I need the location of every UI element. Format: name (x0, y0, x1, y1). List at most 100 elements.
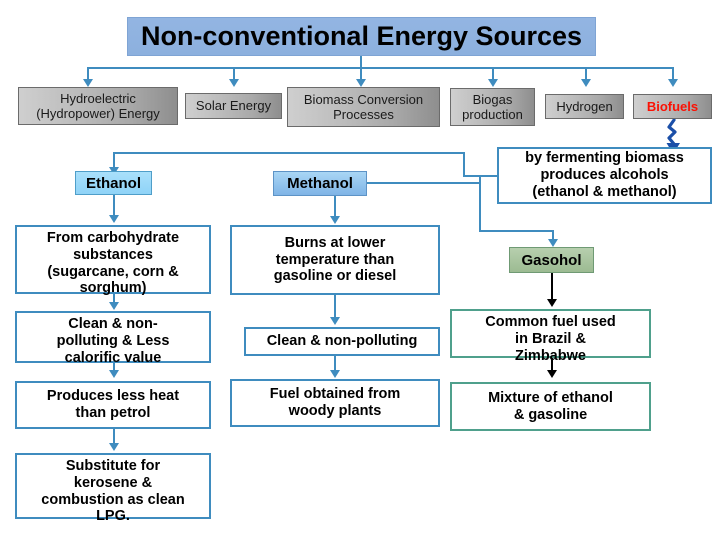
fact-ethanol-3-line2: than petrol (75, 405, 151, 421)
node-biomass-conversion[interactable]: Biomass Conversion Processes (287, 87, 440, 127)
arrowhead-methanol-fact2 (330, 317, 340, 325)
fact-gasohol-1-text: Common fuel used in Brazil & Zimbabwe (452, 314, 649, 364)
arrowhead-hydrogen (581, 79, 591, 87)
connector-drop-hydrogen (585, 67, 587, 81)
node-biogas-line1: Biogas (472, 91, 513, 107)
fact-methanol-2: Clean & non-polluting (244, 327, 440, 356)
connector-gasohol-to-fact1 (551, 273, 553, 301)
note-fermenting-biomass: by fermenting biomass produces alcohols … (497, 147, 712, 204)
arrowhead-biogas (488, 79, 498, 87)
fact-methanol-3-line2: woody plants (288, 403, 382, 419)
connector-note-to-bus-left (463, 175, 499, 177)
fact-ethanol-2-line1: Clean & non- (68, 316, 158, 332)
note-fermenting-line1: by fermenting biomass (525, 150, 684, 167)
fact-ethanol-2-line3: calorific value (64, 349, 162, 366)
fact-ethanol-1-line3: (sugarcane, corn & (47, 263, 179, 280)
connector-gasohol-drop (479, 182, 481, 232)
node-ethanol-label: Ethanol (86, 174, 141, 192)
note-fermenting-line2: produces alcohols (540, 167, 669, 184)
connector-title-trunk (360, 56, 362, 68)
arrowhead-gasohol (548, 239, 558, 247)
arrowhead-ethanol-fact2 (109, 302, 119, 310)
node-methanol-label: Methanol (287, 175, 353, 192)
page-title: Non-conventional Energy Sources (127, 17, 596, 56)
fact-ethanol-2-text: Clean & non- polluting & Less calorific … (17, 316, 209, 366)
fact-ethanol-2: Clean & non- polluting & Less calorific … (15, 311, 211, 366)
connector-drop-biofuels (672, 67, 674, 81)
connector-gasohol-run (479, 230, 554, 232)
connector-ethanol-fact1-to-fact2 (113, 294, 115, 304)
connector-ethanol-fact2-to-fact3 (113, 363, 115, 372)
node-biofuels-label: Biofuels (646, 98, 699, 114)
fact-ethanol-4-text: Substitute for kerosene & combustion as … (17, 458, 209, 525)
fact-methanol-3: Fuel obtained from woody plants (230, 379, 440, 427)
node-hydroelectric[interactable]: Hydroelectric (Hydropower) Energy (18, 87, 178, 125)
fact-gasohol-1-line3: Zimbabwe (515, 347, 586, 364)
fact-ethanol-3: Produces less heat than petrol (15, 381, 211, 429)
fact-ethanol-1: From carbohydrate substances (sugarcane,… (15, 225, 211, 297)
fact-ethanol-4-line1: Substitute for (65, 458, 161, 474)
connector-gasohol-fact1-to-fact2 (551, 358, 553, 372)
node-hydrogen[interactable]: Hydrogen (545, 94, 624, 119)
connector-drop-ethanol (113, 152, 115, 169)
connector-note-riser (463, 152, 465, 177)
fact-ethanol-1-text: From carbohydrate substances (sugarcane,… (17, 230, 209, 297)
connector-drop-biogas (492, 67, 494, 81)
connector-drop-biomass (360, 67, 362, 81)
node-biogas-production[interactable]: Biogas production (450, 88, 535, 126)
connector-methanol-fact2-to-fact3 (334, 356, 336, 372)
arrowhead-gasohol-fact1 (547, 299, 557, 307)
fact-gasohol-2-line1: Mixture of ethanol (488, 389, 613, 406)
node-gasohol[interactable]: Gasohol (509, 247, 594, 273)
page-title-text: Non-conventional Energy Sources (140, 21, 583, 51)
connector-drop-hydroelectric (87, 67, 89, 81)
fact-gasohol-1: Common fuel used in Brazil & Zimbabwe (450, 309, 651, 364)
fact-gasohol-2: Mixture of ethanol & gasoline (450, 382, 651, 431)
arrowhead-biofuels (668, 79, 678, 87)
connector-ethanol-to-fact1 (113, 195, 115, 217)
node-biogas-label: Biogas production (451, 92, 534, 123)
node-methanol[interactable]: Methanol (273, 171, 367, 196)
node-biofuels[interactable]: Biofuels (633, 94, 712, 119)
connector-methanol-to-fact1 (334, 196, 336, 218)
node-gasohol-label: Gasohol (521, 251, 582, 269)
arrowhead-ethanol-fact3 (109, 370, 119, 378)
node-biomass-line2: Processes (333, 107, 394, 122)
fact-methanol-1: Burns at lower temperature than gasoline… (230, 225, 440, 295)
node-biomass-line1: Biomass Conversion (303, 91, 424, 107)
fact-ethanol-3-line1: Produces less heat (46, 388, 180, 405)
fact-methanol-1-line1: Burns at lower (284, 234, 386, 251)
connector-methanol-fact1-to-fact2 (334, 295, 336, 319)
fact-ethanol-1-line4: sorghum) (79, 280, 147, 297)
connector-methanol-riser (479, 175, 481, 183)
connector-ethanol-bus (113, 152, 465, 154)
arrowhead-gasohol-fact2 (547, 370, 557, 378)
fact-ethanol-2-line2: polluting & Less (56, 332, 170, 349)
fact-gasohol-2-line2: & gasoline (513, 406, 588, 423)
arrowhead-solar (229, 79, 239, 87)
node-solar-energy[interactable]: Solar Energy (185, 93, 282, 119)
arrowhead-methanol-fact3 (330, 370, 340, 378)
fact-methanol-3-line1: Fuel obtained from (269, 386, 401, 403)
node-biomass-conversion-label: Biomass Conversion Processes (288, 92, 439, 123)
node-solar-energy-label: Solar Energy (195, 98, 272, 114)
fact-ethanol-1-line2: substances (73, 246, 153, 263)
node-hydroelectric-line2: (Hydropower) Energy (36, 106, 160, 121)
fact-methanol-2-line1: Clean & non-polluting (266, 333, 418, 350)
arrowhead-methanol-fact1 (330, 216, 340, 224)
note-fermenting-line3: (ethanol & methanol) (532, 183, 677, 200)
connector-level1-bus (87, 67, 673, 69)
arrowhead-hydroelectric (83, 79, 93, 87)
fact-gasohol-1-line2: in Brazil & (515, 330, 586, 347)
arrowhead-ethanol-fact4 (109, 443, 119, 451)
connector-to-methanol (366, 182, 481, 184)
arrowhead-ethanol-fact1 (109, 215, 119, 223)
connector-ethanol-fact3-to-fact4 (113, 429, 115, 445)
connector-drop-solar (233, 67, 235, 81)
node-ethanol[interactable]: Ethanol (75, 171, 152, 195)
fact-methanol-1-line3: gasoline or diesel (273, 268, 397, 285)
connector-gasohol-stub (552, 230, 554, 241)
fact-ethanol-4-line2: kerosene & (73, 474, 153, 491)
fact-methanol-1-line2: temperature than (275, 251, 395, 268)
